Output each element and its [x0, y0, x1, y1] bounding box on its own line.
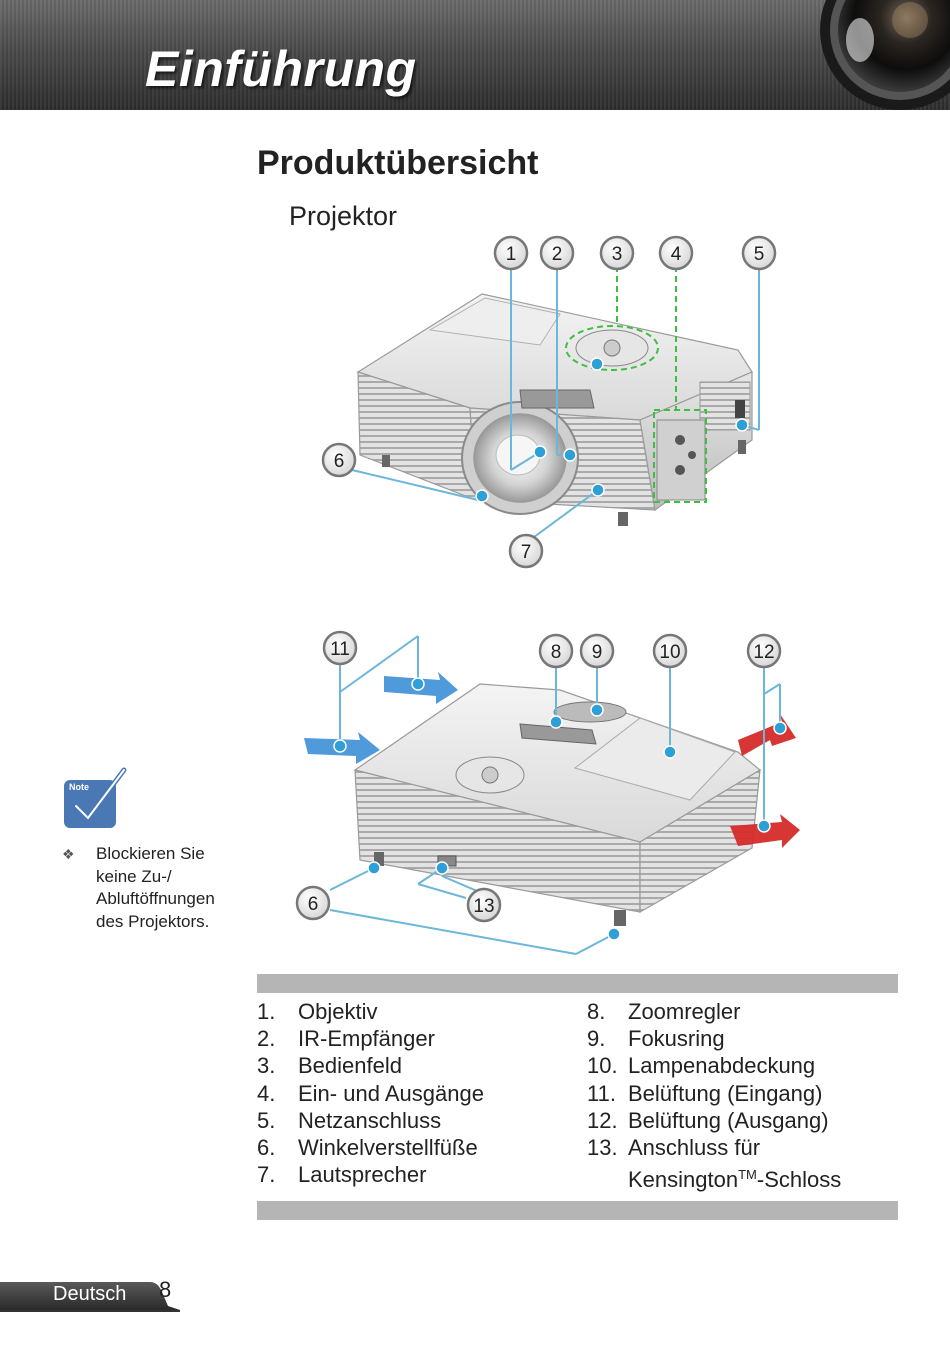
svg-text:3: 3: [612, 244, 623, 265]
callout-7: 7: [508, 533, 544, 569]
callout-9: 9: [579, 633, 615, 669]
callout-dots-bottom: [333, 677, 787, 941]
svg-text:6: 6: [308, 894, 319, 915]
svg-text:13: 13: [473, 896, 494, 917]
list-divider-bottom: [257, 1201, 898, 1220]
note-body: Blockieren Sie keine Zu-/ Abluftöffnunge…: [96, 844, 215, 931]
svg-text:4: 4: [671, 244, 682, 265]
svg-text:7: 7: [521, 542, 532, 563]
svg-text:11: 11: [330, 639, 350, 660]
section-title: Produktübersicht: [257, 144, 539, 182]
callout-4: 4: [658, 235, 694, 271]
callout-3: 3: [599, 235, 635, 271]
page-number: 8: [159, 1277, 172, 1302]
callout-lines-top: [351, 266, 760, 541]
svg-text:6: 6: [334, 451, 345, 472]
callout-5: 5: [741, 235, 777, 271]
chapter-title: Einführung: [145, 41, 417, 97]
callout-6-top: 6: [321, 442, 357, 478]
projector-rear-view: [353, 683, 762, 926]
footer-tab: [0, 1282, 180, 1312]
callout-8: 8: [538, 633, 574, 669]
note-bullet-icon: ❖: [62, 846, 75, 862]
svg-text:2: 2: [552, 244, 563, 265]
callout-2: 2: [539, 235, 575, 271]
callout-6-bottom: 6: [295, 885, 331, 921]
svg-text:1: 1: [506, 244, 517, 265]
projector-front-view: [356, 293, 753, 526]
callout-1: 1: [493, 235, 529, 271]
callout-13: 13: [466, 887, 502, 923]
svg-text:5: 5: [754, 244, 765, 265]
list-divider-top: [257, 974, 898, 993]
note-icon: Note: [64, 767, 127, 828]
svg-text:8: 8: [551, 642, 562, 663]
subsection-title: Projektor: [289, 201, 398, 231]
callout-12: 12: [746, 633, 782, 669]
svg-text:10: 10: [659, 642, 680, 663]
dashed-lines-top: [565, 266, 707, 503]
chapter-header: Einführung: [0, 0, 950, 110]
callout-11: 11: [322, 630, 358, 666]
footer-language: Deutsch: [53, 1283, 127, 1305]
projector-diagram: 1 2 3 4 5 6 7 11 8 9 10 12: [295, 235, 800, 955]
callout-10: 10: [652, 633, 688, 669]
svg-text:Note: Note: [69, 782, 89, 792]
callout-lines-bottom: [329, 635, 781, 955]
svg-text:12: 12: [753, 642, 774, 663]
lens-decoration: [820, 0, 950, 110]
svg-text:9: 9: [592, 642, 603, 663]
callout-dots-top: [475, 357, 749, 503]
